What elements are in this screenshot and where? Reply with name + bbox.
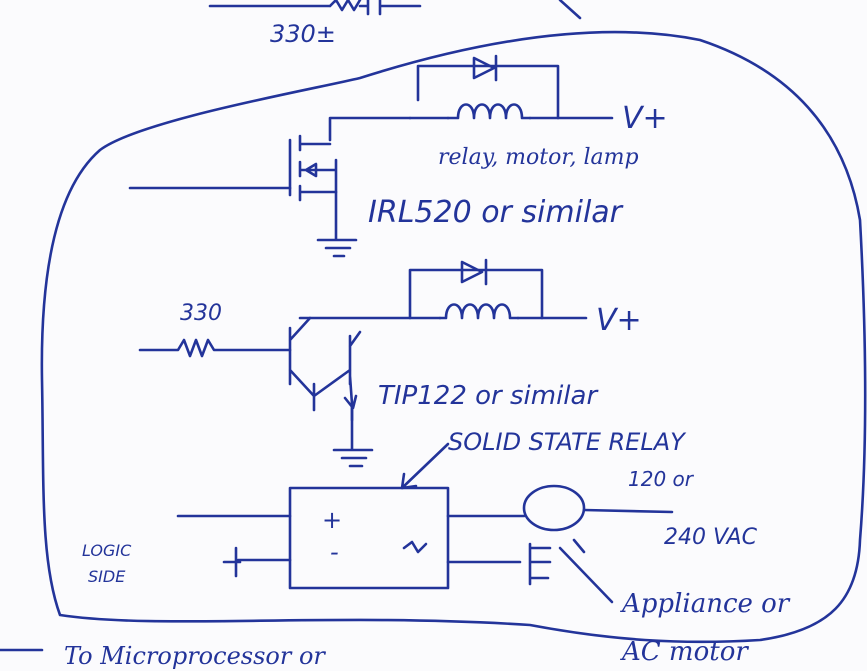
mosfet-coil-icon xyxy=(446,103,532,120)
appliance-label-1: Appliance or xyxy=(620,589,791,619)
ssr-minus-label: - xyxy=(330,538,339,566)
mosfet-part-label: IRL520 or similar xyxy=(368,195,624,230)
ac-voltage-label-1: 120 or xyxy=(628,467,695,491)
ssr-plus-label: + xyxy=(322,506,342,534)
logic-side-label-2: SIDE xyxy=(88,567,126,586)
ssr-circuit xyxy=(176,484,674,604)
ac-voltage-label-2: 240 VAC xyxy=(664,525,758,550)
top-resistor-label: 330± xyxy=(270,20,336,48)
appliance-load-icon xyxy=(522,484,586,532)
bjt-diode-icon xyxy=(460,258,488,286)
mosfet-icon xyxy=(288,134,338,202)
top-wire xyxy=(208,0,582,20)
bjt-coil-icon xyxy=(438,303,520,320)
ssr-ac-symbol xyxy=(402,540,428,554)
darlington-icon xyxy=(288,316,362,422)
mosfet-load-label: relay, motor, lamp xyxy=(438,145,639,170)
plug-icon xyxy=(528,538,614,604)
ssr-title-label: SOLID STATE RELAY xyxy=(448,428,687,456)
mosfet-vplus-label: V+ xyxy=(622,101,668,136)
mosfet-circuit xyxy=(128,54,614,258)
bjt-resistor-icon xyxy=(138,338,292,358)
ssr-box xyxy=(288,486,450,590)
bottom-note: To Microprocessor or xyxy=(64,642,326,670)
bjt-vplus-label: V+ xyxy=(596,303,642,338)
bjt-circuit xyxy=(138,258,588,468)
ssr-pointer-arrow xyxy=(400,442,450,490)
logic-side-label-1: LOGIC xyxy=(82,541,132,560)
mosfet-diode-icon xyxy=(472,54,498,82)
bjt-resistor-label: 330 xyxy=(180,301,222,326)
bjt-part-label: TIP122 or similar xyxy=(378,381,599,411)
appliance-label-2: AC motor xyxy=(620,637,749,667)
circuit-boundary xyxy=(40,30,867,644)
